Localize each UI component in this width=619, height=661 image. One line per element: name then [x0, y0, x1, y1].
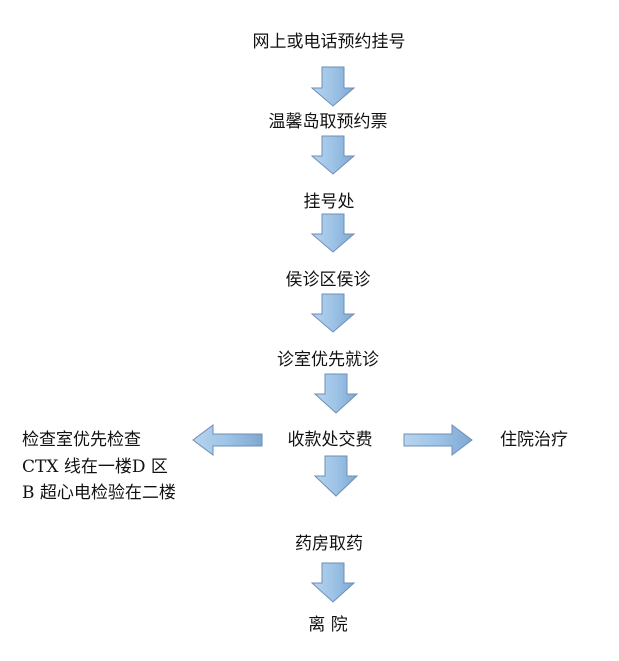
step-get-ticket: 温馨岛取预约票 — [268, 112, 388, 132]
left-note-line-3: B 超心电检验在二楼 — [22, 483, 176, 503]
left-note-line-2: CTX 线在一楼D 区 — [22, 457, 168, 477]
step-pharmacy: 药房取药 — [295, 534, 363, 554]
down-arrow-7 — [310, 562, 356, 603]
step-waiting-area: 侯诊区侯诊 — [285, 270, 371, 290]
step-online-booking: 网上或电话预约挂号 — [252, 32, 406, 52]
step-consultation: 诊室优先就诊 — [277, 350, 379, 370]
step-hospitalization: 住院治疗 — [500, 430, 568, 450]
down-arrow-2 — [310, 135, 356, 175]
down-arrow-1 — [310, 66, 356, 107]
down-arrow-5 — [313, 373, 359, 414]
step-discharge: 离 院 — [308, 615, 348, 635]
down-arrow-4 — [310, 293, 356, 333]
step-payment: 收款处交费 — [287, 430, 373, 450]
down-arrow-6 — [313, 455, 359, 497]
down-arrow-3 — [310, 213, 356, 253]
right-arrow — [403, 424, 473, 456]
step-registration: 挂号处 — [303, 192, 355, 212]
left-note-line-1: 检查室优先检查 — [22, 430, 141, 450]
left-arrow — [192, 424, 263, 456]
